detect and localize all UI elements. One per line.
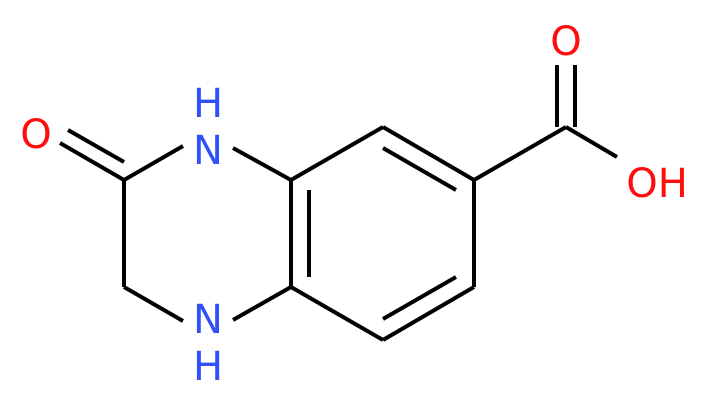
bond-n-top-ring (232, 146, 292, 182)
atom-labels: O H N N H O OH (20, 19, 688, 390)
bond-co-1 (58, 141, 126, 182)
bond-ch2-n-bottom (123, 285, 184, 323)
atom-oh: OH (626, 161, 688, 207)
bond-c-oh (564, 125, 619, 159)
bond-c-n-top (123, 144, 184, 182)
ring-bond-3 (381, 125, 476, 182)
bond-ring-cooh (473, 125, 567, 182)
ring-bond-5-inner (382, 275, 457, 321)
atom-o-carbonyl: O (20, 112, 51, 158)
ring-bond-3-inner (382, 146, 457, 192)
atom-n-top: N (193, 128, 223, 174)
bond-n-bottom-ring (232, 285, 292, 322)
ring-bond-2 (290, 125, 384, 182)
ring-bond-5 (381, 285, 476, 342)
bond-co-2 (67, 128, 125, 164)
atom-h-bottom: H (193, 344, 223, 390)
atom-h-top: H (193, 81, 223, 127)
atom-n-bottom: N (193, 297, 223, 343)
atom-o-acid: O (550, 19, 581, 65)
bonds (58, 65, 619, 342)
ring-bond-6 (290, 285, 384, 342)
